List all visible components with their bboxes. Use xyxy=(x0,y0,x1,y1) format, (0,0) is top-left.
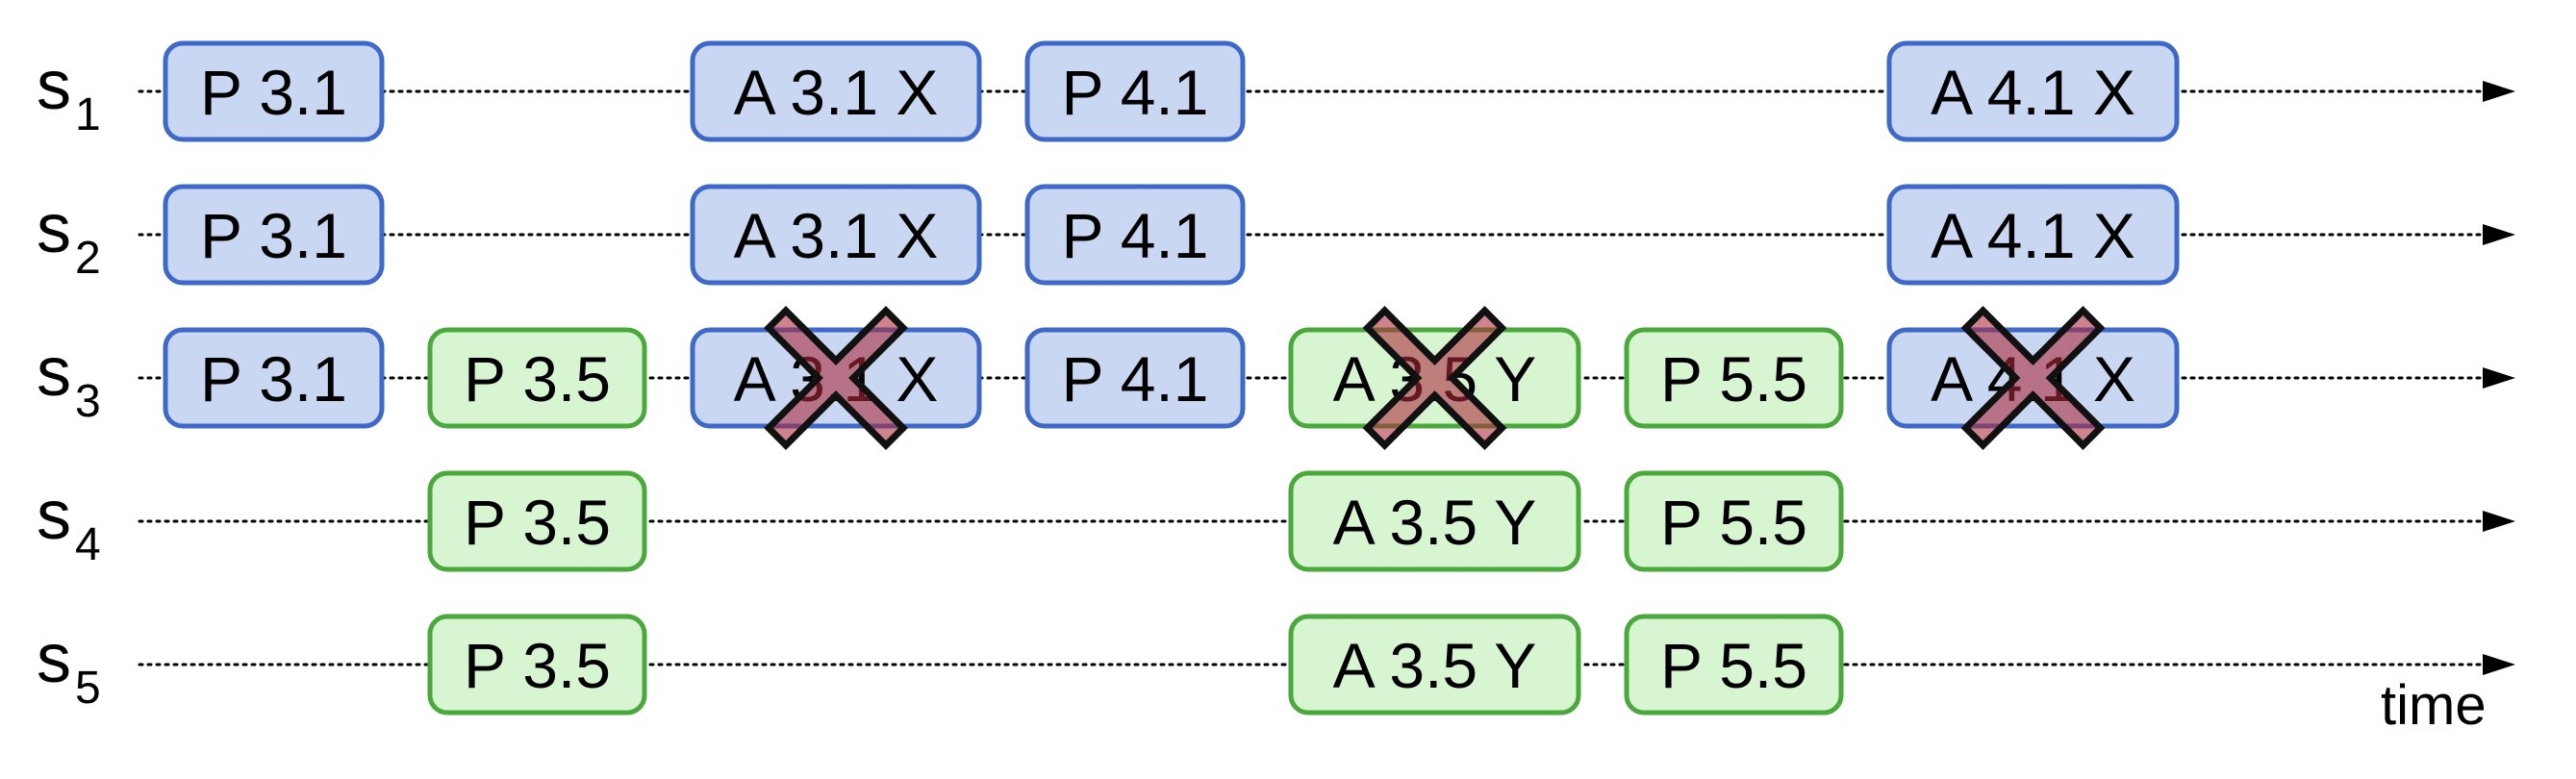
arrowhead-icon xyxy=(2483,511,2515,532)
message-box: P 5.5 xyxy=(1624,327,1844,429)
message-box-shape xyxy=(1024,184,1246,286)
arrowhead-icon xyxy=(2483,654,2515,675)
message-box: A 3.1 X xyxy=(690,40,982,142)
message-label: P 4.1 xyxy=(1062,57,1209,128)
message-box: P 3.5 xyxy=(427,470,647,572)
server-label: s2 xyxy=(37,190,101,284)
server-label: s3 xyxy=(37,334,101,427)
message-label: P 4.1 xyxy=(1062,343,1209,415)
message-label: P 5.5 xyxy=(1660,630,1807,701)
x-mark-icon xyxy=(764,306,908,450)
server-index: 2 xyxy=(75,233,101,284)
message-box: A 3.5 Y xyxy=(1288,470,1581,572)
message-label: P 4.1 xyxy=(1062,200,1209,271)
message-label: P 3.1 xyxy=(200,200,347,271)
message-label: P 3.5 xyxy=(464,343,611,415)
message-box-shape xyxy=(1624,327,1844,429)
time-axis-label: time xyxy=(2381,674,2487,737)
message-box-shape xyxy=(427,327,647,429)
message-label: P 3.1 xyxy=(200,57,347,128)
server-label: s4 xyxy=(37,477,101,570)
server-index: 5 xyxy=(75,663,101,714)
message-label: A 3.5 Y xyxy=(1333,630,1537,701)
server-name: s xyxy=(37,190,71,267)
message-box-shape xyxy=(1886,184,2180,286)
message-box: A 4.1 X xyxy=(1886,184,2180,286)
server-index: 3 xyxy=(75,376,101,427)
server-name: s xyxy=(37,620,71,697)
message-label: A 4.1 X xyxy=(1931,200,2135,271)
message-box: A 3.5 Y xyxy=(1288,614,1581,716)
message-box: A 4.1 X xyxy=(1886,40,2180,142)
message-label: A 3.1 X xyxy=(734,57,939,128)
message-box-shape xyxy=(163,184,385,286)
message-label: A 4.1 X xyxy=(1931,57,2135,128)
message-box: P 5.5 xyxy=(1624,614,1844,716)
server-index: 4 xyxy=(75,519,101,570)
message-box: P 4.1 xyxy=(1024,327,1246,429)
server-name: s xyxy=(37,477,71,554)
message-box-shape xyxy=(163,327,385,429)
x-mark-icon xyxy=(1362,306,1507,450)
arrowhead-icon xyxy=(2483,224,2515,245)
x-mark-shape xyxy=(1960,306,2106,450)
message-box-shape xyxy=(690,184,982,286)
message-label: A 3.5 Y xyxy=(1333,487,1537,558)
server-name: s xyxy=(37,47,71,124)
message-box-shape xyxy=(1624,614,1844,716)
message-box-shape xyxy=(1624,470,1844,572)
message-box: P 5.5 xyxy=(1624,470,1844,572)
message-box: P 4.1 xyxy=(1024,184,1246,286)
message-box: P 3.1 xyxy=(163,327,385,429)
message-box-shape xyxy=(1024,40,1246,142)
message-box-shape xyxy=(427,614,647,716)
server-label: s1 xyxy=(37,47,101,140)
server-label: s5 xyxy=(37,620,101,714)
message-label: P 3.1 xyxy=(200,343,347,415)
server-name: s xyxy=(37,334,71,411)
message-box: P 3.1 xyxy=(163,184,385,286)
message-label: P 5.5 xyxy=(1660,487,1807,558)
message-box: P 3.1 xyxy=(163,40,385,142)
message-label: P 3.5 xyxy=(464,630,611,701)
message-box: P 3.5 xyxy=(427,614,647,716)
x-mark-shape xyxy=(764,306,908,450)
message-label: A 3.1 X xyxy=(734,200,939,271)
message-box: P 3.5 xyxy=(427,327,647,429)
dropped-message-marks xyxy=(764,306,2106,450)
message-box-shape xyxy=(690,40,982,142)
message-box-shape xyxy=(427,470,647,572)
message-box-shape xyxy=(1288,614,1581,716)
arrowhead-icon xyxy=(2483,367,2515,389)
message-box-shape xyxy=(1288,470,1581,572)
message-box: A 3.1 X xyxy=(690,184,982,286)
message-label: P 3.5 xyxy=(464,487,611,558)
message-box-shape xyxy=(1886,40,2180,142)
message-box-shape xyxy=(1024,327,1246,429)
x-mark-shape xyxy=(1362,306,1507,450)
arrowhead-icon xyxy=(2483,81,2515,102)
x-mark-icon xyxy=(1960,306,2106,450)
message-label: P 5.5 xyxy=(1660,343,1807,415)
server-index: 1 xyxy=(75,89,101,140)
message-box: P 4.1 xyxy=(1024,40,1246,142)
message-box-shape xyxy=(163,40,385,142)
